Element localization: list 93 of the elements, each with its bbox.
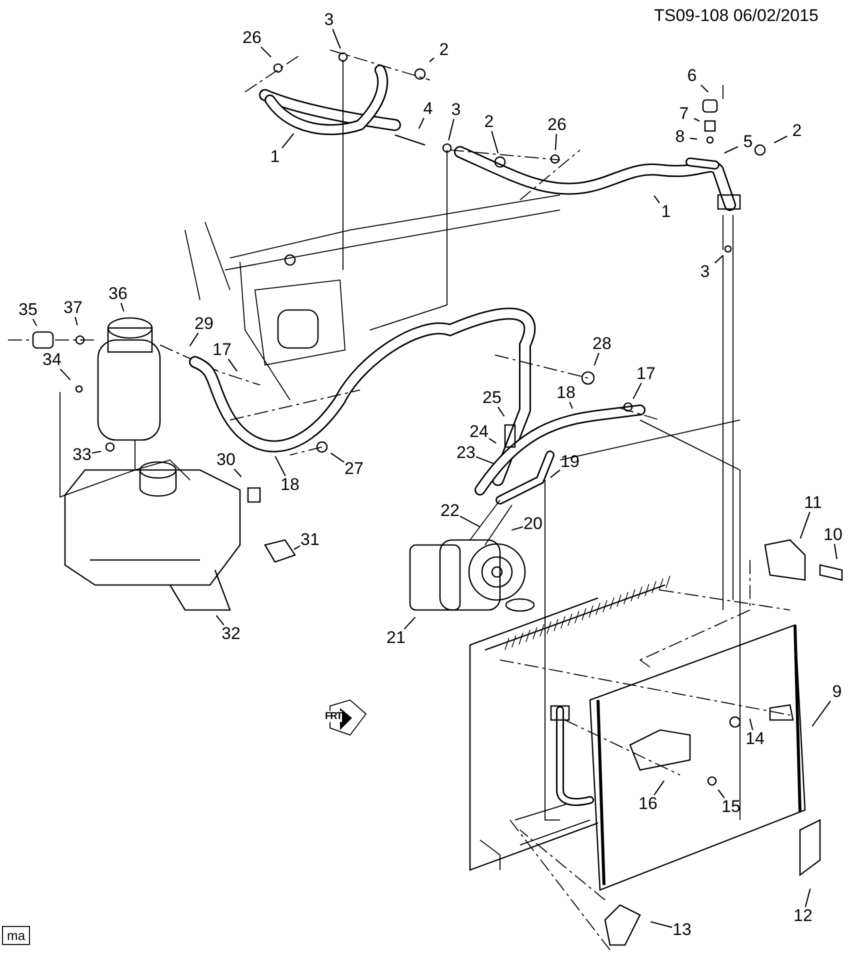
callout-number: 6 (679, 67, 705, 85)
leader-line (491, 130, 499, 154)
leader-line (92, 450, 102, 454)
leader-line (724, 146, 738, 154)
callout-number: 25 (479, 389, 505, 407)
leader-line (332, 28, 341, 49)
callout-number: 34 (39, 351, 65, 369)
leader-line (429, 58, 434, 62)
leader-line (260, 46, 272, 58)
leader-line (650, 921, 672, 928)
leader-line (550, 470, 560, 478)
callout-number: 2 (784, 122, 810, 140)
leader-line (234, 468, 242, 478)
leader-line (460, 516, 480, 528)
leader-line (774, 136, 788, 144)
leader-line (418, 118, 424, 129)
callout-number: 12 (790, 907, 816, 925)
callout-number: 10 (820, 526, 846, 544)
callout-number: 3 (316, 11, 342, 29)
leader-line (274, 456, 286, 476)
front-direction-label: FRT (324, 711, 342, 722)
leader-line (834, 544, 838, 560)
callout-number: 21 (383, 629, 409, 647)
leader-line (189, 332, 199, 346)
leader-line (120, 302, 124, 312)
callout-number: 22 (437, 502, 463, 520)
leader-line (714, 255, 724, 264)
callout-number: 27 (341, 460, 367, 478)
leader-line (448, 118, 454, 140)
callout-number: 33 (69, 446, 95, 464)
callout-number: 37 (60, 299, 86, 317)
callout-number: 14 (742, 730, 768, 748)
callout-number: 18 (277, 476, 303, 494)
leader-line (228, 358, 238, 372)
callout-number: 4 (415, 100, 441, 118)
callout-number: 31 (297, 531, 323, 549)
callout-number: 35 (15, 301, 41, 319)
callout-number: 17 (209, 341, 235, 359)
callout-number: 32 (218, 625, 244, 643)
leader-line (690, 138, 698, 140)
callout-number: 9 (824, 683, 850, 701)
callout-number: 28 (589, 335, 615, 353)
callout-number: 24 (466, 423, 492, 441)
leader-line (554, 134, 558, 150)
callout-number: 18 (553, 384, 579, 402)
leader-line (60, 368, 71, 380)
leader-line (632, 382, 642, 400)
leader-line (812, 700, 831, 727)
callout-number: 26 (544, 116, 570, 134)
callout-number: 17 (633, 365, 659, 383)
leader-line (282, 133, 294, 148)
leader-line (804, 888, 811, 908)
callout-number: 11 (800, 494, 826, 512)
leader-line (749, 718, 754, 730)
drawing-number: TS09-108 06/02/2015 (654, 6, 818, 26)
callout-number: 26 (239, 29, 265, 47)
callout-number: 1 (262, 148, 288, 166)
leader-line (569, 402, 573, 409)
code-tag: ma (2, 926, 30, 945)
callout-number: 2 (476, 113, 502, 131)
callout-number: 7 (671, 105, 697, 123)
leader-line (594, 352, 600, 366)
callout-number: 3 (692, 263, 718, 281)
leader-line (512, 526, 524, 531)
leader-line (488, 438, 496, 444)
callout-number: 1 (653, 203, 679, 221)
leader-line (294, 545, 300, 550)
callout-number: 8 (667, 128, 693, 146)
leader-line (32, 318, 38, 326)
leader-line (718, 789, 725, 798)
callout-number: 2 (431, 41, 457, 59)
leader-line (654, 780, 665, 796)
callout-number: 20 (520, 515, 546, 533)
callout-number: 5 (735, 133, 761, 151)
leader-line (404, 616, 416, 630)
callout-number: 29 (191, 315, 217, 333)
leader-line (700, 84, 708, 92)
leader-line (74, 316, 78, 326)
callout-number: 23 (453, 444, 479, 462)
leader-line (330, 452, 344, 463)
callout-number: 3 (443, 101, 469, 119)
leader-line (216, 615, 224, 626)
callout-number: 30 (213, 451, 239, 469)
callout-number: 19 (557, 453, 583, 471)
callout-number: 16 (635, 795, 661, 813)
callout-number: 36 (105, 285, 131, 303)
callout-number: 13 (669, 921, 695, 939)
leader-line (498, 406, 505, 416)
leader-line (476, 456, 494, 464)
leader-line (654, 195, 660, 204)
callout-number: 15 (718, 798, 744, 816)
leader-line (694, 118, 700, 122)
leader-line (800, 512, 810, 539)
